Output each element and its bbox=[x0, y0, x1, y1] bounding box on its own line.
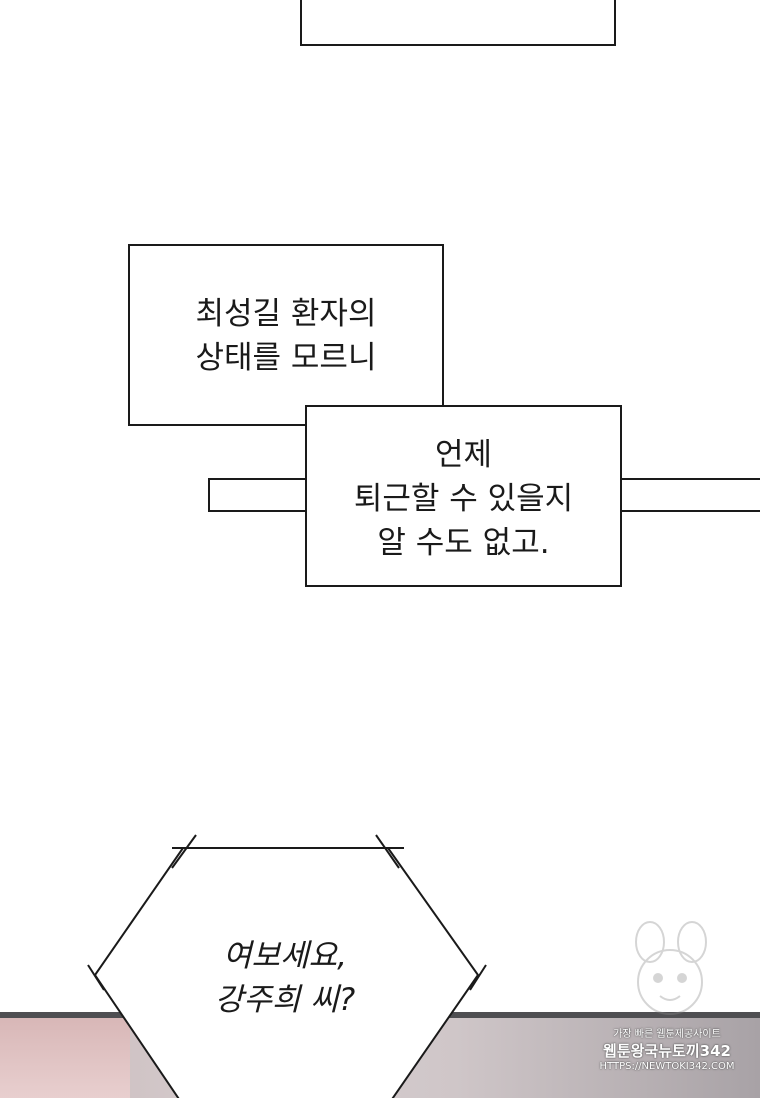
red-wall-panel bbox=[0, 1018, 130, 1098]
bubble-line-2: 강주희 씨? bbox=[214, 982, 356, 1018]
narration-top-partial-text: ··· ··· · bbox=[300, 0, 616, 12]
box2-line-3: 알 수도 없고. bbox=[377, 525, 550, 561]
box1-line-1: 최성길 환자의 bbox=[195, 296, 377, 332]
box-overlap-cover bbox=[307, 407, 620, 585]
mascot-watermark-icon bbox=[635, 921, 707, 1015]
connector-bar-right bbox=[610, 478, 760, 512]
box1-line-2: 상태를 모르니 bbox=[195, 340, 377, 376]
connector-bar-left bbox=[208, 478, 318, 512]
watermark-line-3: HTTPS://NEWTOKI342.COM bbox=[599, 1061, 735, 1072]
box2-line-1: 언제 bbox=[434, 437, 493, 473]
watermark-line-2: 웹툰왕국뉴토끼342 bbox=[603, 1042, 731, 1060]
narration-box-top bbox=[300, 0, 616, 46]
box2-line-2: 퇴근할 수 있을지 bbox=[353, 481, 574, 517]
site-watermark: 가장 빠른 웹툰제공사이트 웹툰왕국뉴토끼342 HTTPS://NEWTOKI… bbox=[592, 1028, 742, 1074]
bubble-line-1: 여보세요, bbox=[223, 938, 347, 974]
watermark-line-1: 가장 빠른 웹툰제공사이트 bbox=[613, 1029, 721, 1040]
narration-box-1 bbox=[128, 244, 444, 426]
